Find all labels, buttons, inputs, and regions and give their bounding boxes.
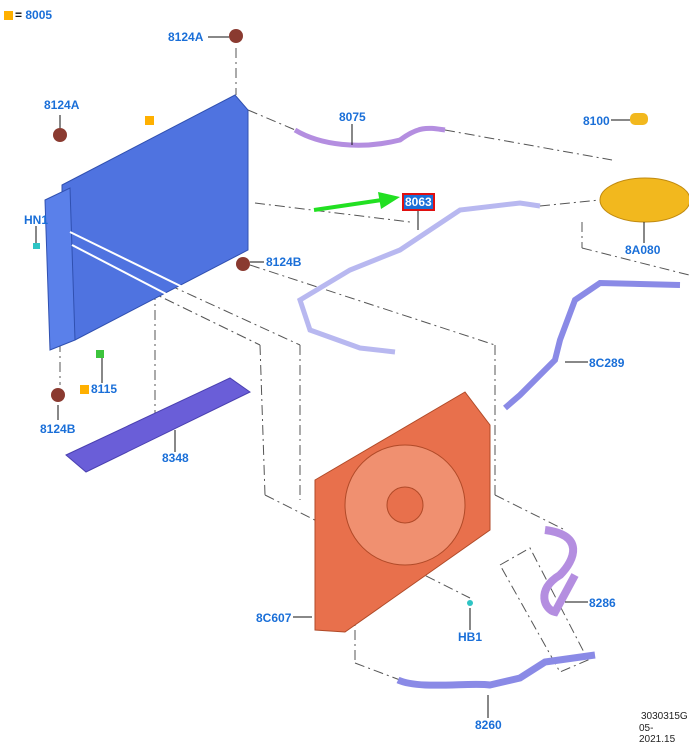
orange-square-icon (145, 116, 154, 125)
radiator (44, 94, 251, 351)
label-8124b-right[interactable]: 8124B (266, 255, 302, 269)
orange-square-icon (80, 385, 89, 394)
cap-8124b-right (236, 257, 250, 271)
fan-shroud-8c607 (314, 391, 491, 633)
cap-8124a-top (229, 29, 243, 43)
cap-8100 (630, 113, 648, 125)
reservoir-8a080 (599, 177, 689, 223)
drain-8115 (96, 350, 104, 358)
label-8c289[interactable]: 8C289 (589, 356, 625, 370)
label-8115[interactable]: 8115 (80, 382, 117, 396)
label-8115-text: 8115 (91, 382, 118, 396)
cap-8124b-bottom (51, 388, 65, 402)
cap-8124a-left (53, 128, 67, 142)
illustration-date: 05-2021.15 (639, 723, 676, 745)
label-8a080[interactable]: 8A080 (625, 243, 661, 257)
label-8286[interactable]: 8286 (589, 596, 616, 610)
illustration-ref: 3030315G (641, 711, 688, 722)
label-hb1[interactable]: HB1 (458, 630, 483, 644)
clip-hb1 (467, 600, 473, 606)
label-8075[interactable]: 8075 (339, 110, 366, 124)
hose-8075 (293, 125, 446, 148)
legend: = 8005 (4, 8, 52, 22)
orange-square-icon (4, 11, 13, 20)
label-8124a-left[interactable]: 8124A (44, 98, 80, 112)
label-8260[interactable]: 8260 (475, 718, 502, 732)
label-8c607[interactable]: 8C607 (256, 611, 292, 625)
hose-8286 (540, 526, 579, 617)
radiator-marker (145, 113, 156, 127)
legend-equals: = (15, 8, 23, 22)
tube-8063 (296, 200, 541, 355)
clip-hn1 (33, 243, 40, 249)
legend-part: 8005 (25, 8, 53, 22)
seal-8348 (65, 377, 251, 473)
label-8124a-top[interactable]: 8124A (168, 30, 204, 44)
label-8124b-bottom[interactable]: 8124B (40, 422, 76, 436)
hose-8260 (396, 651, 596, 689)
label-8348[interactable]: 8348 (162, 451, 189, 465)
label-8100[interactable]: 8100 (583, 114, 610, 128)
label-8063-highlighted[interactable]: 8063 (402, 193, 435, 211)
hose-8c289 (503, 279, 681, 411)
callout-lines (35, 36, 645, 718)
pointer-arrow (313, 192, 400, 212)
label-hn1[interactable]: HN1 (24, 213, 49, 227)
